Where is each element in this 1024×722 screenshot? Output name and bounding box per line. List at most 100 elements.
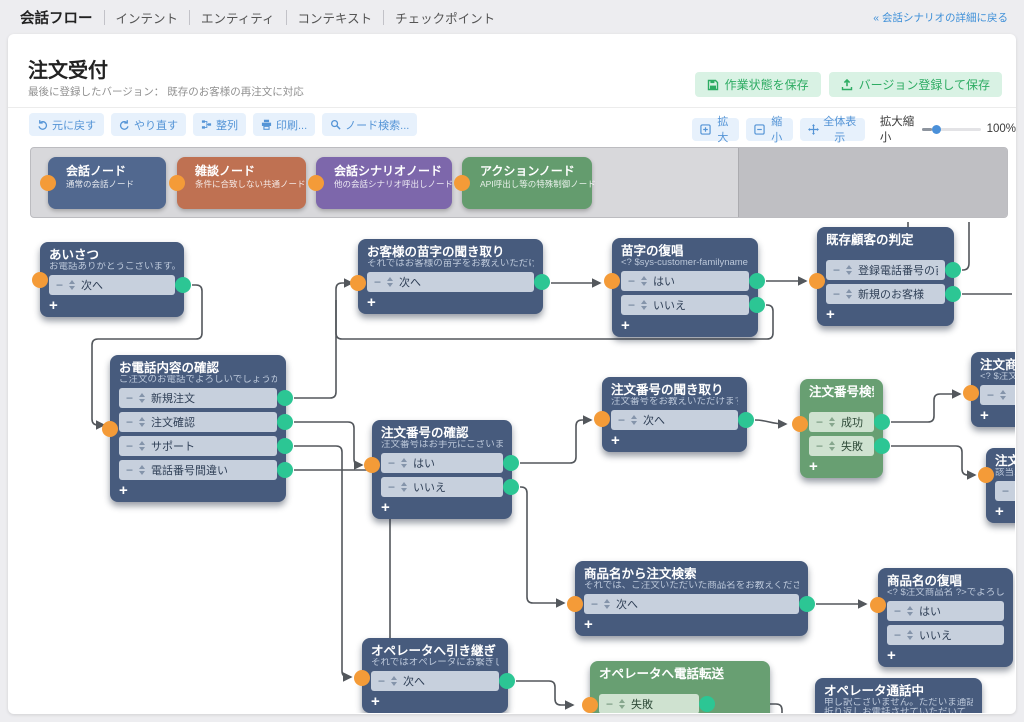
zoom-in-button[interactable]: 拡大 [692, 116, 739, 144]
align-button[interactable]: 整列 [193, 113, 246, 136]
reorder-handle-icon[interactable] [829, 417, 836, 427]
flow-node-ordernum-ask[interactable]: 注文番号の聞き取り注文番号をお教えいただけますか？−次へ+ [594, 377, 754, 452]
remove-option-icon[interactable]: − [378, 674, 386, 688]
reorder-handle-icon[interactable] [846, 265, 853, 275]
reorder-handle-icon[interactable] [604, 599, 611, 609]
flow-node-ask-surname[interactable]: お客様の苗字の聞き取りそれではお客様の苗字をお教えいただけますか？−次へ+ [350, 239, 550, 314]
flow-node-item-repeat[interactable]: 商品名の復唱<? $注文商品名 ?>でよろしいでし...−はい−いいえ+ [870, 568, 1013, 667]
output-port[interactable] [277, 438, 293, 454]
add-option-button[interactable]: + [381, 499, 390, 516]
node-option-row[interactable]: −はい [621, 271, 765, 291]
flow-node-ordernum-confirm[interactable]: 注文番号の確認注文番号はお手元にございますか？−はい−いいえ+ [364, 420, 519, 519]
add-option-button[interactable]: + [584, 616, 593, 633]
remove-option-icon[interactable]: − [388, 480, 396, 494]
remove-option-icon[interactable]: − [591, 597, 599, 611]
output-port[interactable] [277, 414, 293, 430]
reorder-handle-icon[interactable] [401, 458, 408, 468]
node-option-row[interactable]: −次へ [49, 275, 191, 295]
add-option-button[interactable]: + [611, 432, 620, 449]
output-port[interactable] [945, 262, 961, 278]
remove-option-icon[interactable]: − [987, 388, 995, 402]
node-option-row[interactable]: −はい [887, 601, 1004, 621]
output-port[interactable] [499, 673, 515, 689]
reorder-handle-icon[interactable] [829, 441, 836, 451]
reorder-handle-icon[interactable] [619, 699, 626, 709]
output-port[interactable] [699, 696, 715, 712]
remove-option-icon[interactable]: − [894, 628, 902, 642]
node-option-row[interactable]: −いいえ [887, 625, 1004, 645]
node-option-row[interactable]: −注文確認 [119, 412, 293, 432]
reorder-handle-icon[interactable] [139, 417, 146, 427]
flow-node-surname-repeat[interactable]: 苗字の復唱<? $sys-customer-familyname ?>...−は… [604, 238, 765, 337]
output-port[interactable] [874, 414, 890, 430]
node-option-row[interactable]: −次へ [611, 410, 754, 430]
add-option-button[interactable]: + [995, 503, 1004, 520]
remove-option-icon[interactable]: − [374, 275, 382, 289]
zoom-slider-handle[interactable] [931, 124, 941, 134]
reorder-handle-icon[interactable] [641, 300, 648, 310]
flow-node-ordernum-search[interactable]: 注文番号検索−成功−失敗+ [792, 379, 890, 478]
flow-node-notfound-cut[interactable]: 注文が見つからない該当...−+ [978, 448, 1015, 523]
reorder-handle-icon[interactable] [907, 606, 914, 616]
output-port[interactable] [503, 455, 519, 471]
output-port[interactable] [534, 274, 550, 290]
node-option-row[interactable]: −はい [381, 453, 519, 473]
flow-node-call-purpose[interactable]: お電話内容の確認ご注文のお電話でよろしいでしょうか？−新規注文−注文確認−サポー… [102, 355, 293, 502]
reorder-handle-icon[interactable] [631, 415, 638, 425]
add-option-button[interactable]: + [887, 647, 896, 664]
node-option-row[interactable]: −新規のお客様 [826, 284, 961, 304]
palette-node-1[interactable]: 雑談ノード条件に合致しない共通ノード [169, 157, 306, 209]
node-option-row[interactable]: −成功 [809, 412, 890, 432]
zoom-slider[interactable] [921, 124, 981, 134]
reorder-handle-icon[interactable] [139, 465, 146, 475]
add-option-button[interactable]: + [371, 693, 380, 710]
output-port[interactable] [738, 412, 754, 428]
input-port[interactable] [604, 273, 620, 289]
print-button[interactable]: 印刷... [253, 113, 316, 136]
input-port[interactable] [594, 411, 610, 427]
input-port[interactable] [963, 385, 979, 401]
flow-node-item-search[interactable]: 商品名から注文検索それでは、ご注文いただいた商品名をお教えくださいますか？−次へ… [567, 561, 815, 636]
remove-option-icon[interactable]: − [606, 697, 614, 711]
node-option-row[interactable]: −次へ [367, 272, 550, 292]
add-option-button[interactable]: + [119, 482, 128, 499]
remove-option-icon[interactable]: − [628, 274, 636, 288]
reorder-handle-icon[interactable] [69, 280, 76, 290]
reorder-handle-icon[interactable] [641, 276, 648, 286]
reorder-handle-icon[interactable] [907, 630, 914, 640]
tab-intent[interactable]: インテント [115, 11, 179, 26]
node-option-row[interactable]: −次へ [371, 671, 515, 691]
input-port[interactable] [582, 697, 598, 713]
input-port[interactable] [102, 420, 118, 437]
add-option-button[interactable]: + [49, 297, 58, 314]
output-port[interactable] [945, 286, 961, 302]
node-option-row[interactable]: −次へ [584, 594, 815, 614]
add-option-button[interactable]: + [980, 407, 989, 424]
output-port[interactable] [874, 438, 890, 454]
remove-option-icon[interactable]: − [126, 415, 134, 429]
add-option-button[interactable]: + [621, 317, 630, 334]
input-port[interactable] [792, 416, 808, 432]
back-to-scenario-link[interactable]: « 会話シナリオの詳細に戻る [873, 11, 1008, 24]
remove-option-icon[interactable]: − [126, 463, 134, 477]
input-port[interactable] [870, 597, 886, 613]
palette-node-0[interactable]: 会話ノード通常の会話ノード [40, 157, 166, 209]
input-port[interactable] [978, 467, 994, 483]
output-port[interactable] [799, 596, 815, 612]
node-option-row[interactable]: −新規注文 [119, 388, 293, 408]
add-option-button[interactable]: + [809, 458, 818, 475]
input-port[interactable] [567, 596, 583, 612]
tab-context[interactable]: コンテキスト [297, 11, 373, 26]
remove-option-icon[interactable]: − [388, 456, 396, 470]
reorder-handle-icon[interactable] [391, 676, 398, 686]
remove-option-icon[interactable]: − [833, 263, 841, 277]
remove-option-icon[interactable]: − [126, 391, 134, 405]
tab-conversation-flow[interactable]: 会話フロー [20, 10, 93, 27]
output-port[interactable] [277, 390, 293, 406]
output-port[interactable] [749, 273, 765, 289]
flow-node-operator-handoff[interactable]: オペレータへ引き継ぎそれではオペレータにお繋ぎしま...−次へ+ [354, 638, 515, 713]
node-option-row[interactable]: −電話番号間違い [119, 460, 293, 480]
node-search-button[interactable]: ノード検索... [322, 113, 418, 136]
